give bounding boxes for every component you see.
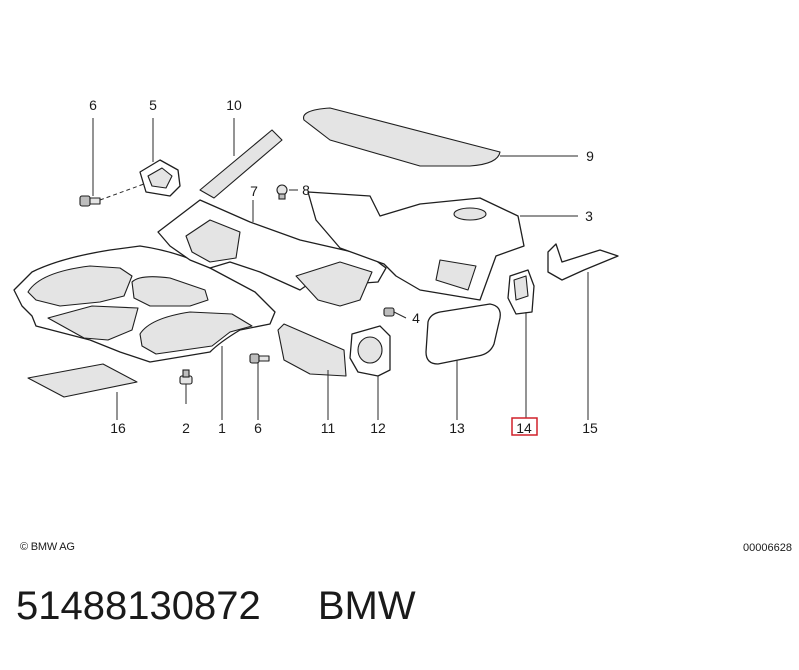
part-13-cover-plate[interactable] bbox=[425, 303, 501, 365]
callout-11[interactable]: 11 bbox=[321, 420, 336, 436]
callout-14[interactable]: 14 bbox=[516, 420, 532, 436]
part-2-clip[interactable] bbox=[179, 369, 193, 404]
callout-1[interactable]: 1 bbox=[218, 420, 226, 436]
callout-2[interactable]: 2 bbox=[182, 420, 190, 436]
copyright-notice: © BMW AG bbox=[20, 541, 75, 553]
callout-5[interactable]: 5 bbox=[149, 97, 157, 113]
part-6-screw-upper[interactable] bbox=[79, 195, 101, 207]
parts-diagram: 6 5 10 7 8 9 3 4 16 2 1 6 11 12 13 14 15 bbox=[13, 97, 619, 436]
part-7-trim[interactable] bbox=[157, 199, 387, 307]
callout-3[interactable]: 3 bbox=[585, 208, 593, 224]
part-number: 51488130872 bbox=[16, 584, 261, 628]
part-1-insulation-panel[interactable] bbox=[13, 245, 276, 363]
callout-labels: 6 5 10 7 8 9 3 4 16 2 1 6 11 12 13 14 15 bbox=[89, 97, 598, 436]
part-8-clip[interactable] bbox=[276, 184, 288, 200]
part-15-side-trim[interactable] bbox=[547, 243, 619, 281]
callout-16[interactable]: 16 bbox=[110, 420, 126, 436]
part-3-panel[interactable] bbox=[307, 191, 525, 301]
callout-8[interactable]: 8 bbox=[302, 182, 310, 198]
callout-14-highlight bbox=[511, 417, 538, 436]
part-11-bracket[interactable] bbox=[277, 323, 347, 377]
callout-12[interactable]: 12 bbox=[370, 420, 386, 436]
callout-10[interactable]: 10 bbox=[226, 97, 242, 113]
callout-13[interactable]: 13 bbox=[449, 420, 465, 436]
callout-6-upper[interactable]: 6 bbox=[89, 97, 97, 113]
image-code: 00006628 bbox=[743, 542, 792, 554]
footer-part-line: 51488130872 BMW bbox=[16, 584, 416, 629]
part-5-bracket[interactable] bbox=[139, 159, 181, 197]
part-9-cover[interactable] bbox=[302, 107, 501, 167]
brand-name: BMW bbox=[317, 584, 416, 628]
callout-4[interactable]: 4 bbox=[412, 310, 420, 326]
part-12-holder[interactable] bbox=[349, 325, 391, 377]
callout-9[interactable]: 9 bbox=[586, 148, 594, 164]
callout-7[interactable]: 7 bbox=[250, 183, 258, 199]
leader-lines bbox=[92, 118, 589, 420]
part-16-mat[interactable] bbox=[27, 363, 138, 398]
part-14-small-cover[interactable] bbox=[507, 269, 535, 315]
part-10-strip[interactable] bbox=[199, 129, 283, 199]
part-6-screw-lower[interactable] bbox=[249, 353, 270, 364]
callout-15[interactable]: 15 bbox=[582, 420, 598, 436]
part-4-screw[interactable] bbox=[383, 307, 395, 317]
callout-6-lower[interactable]: 6 bbox=[254, 420, 262, 436]
